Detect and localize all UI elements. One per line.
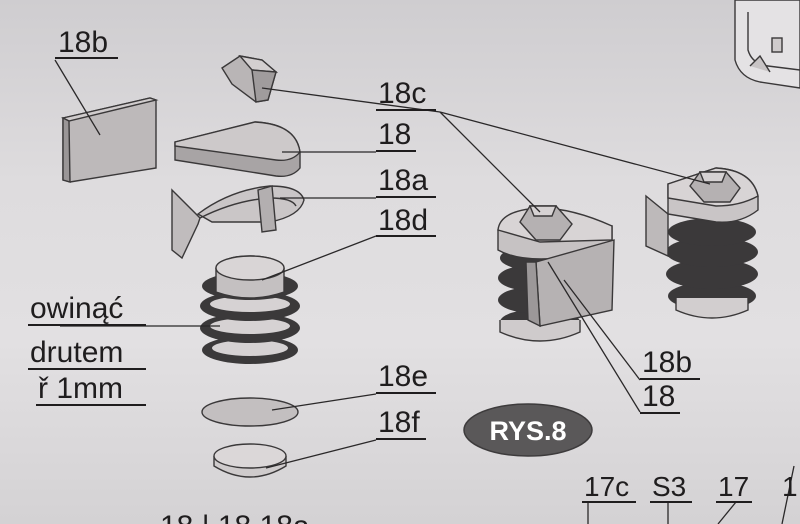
label-18-right: 18 [642, 380, 675, 413]
cutoff-labels: 18 | 18 18a [160, 510, 310, 524]
part-18a-bracket [171, 185, 305, 260]
callout-labels: 18b 18c 18 18a 18d 18e 18f owinąć drutem… [28, 26, 798, 524]
figure-badge: RYS.8 [463, 403, 593, 457]
part-18-cap [174, 121, 301, 178]
instruction-line-2: drutem [30, 336, 123, 369]
label-18d: 18d [378, 204, 428, 237]
part-18f-ring [213, 443, 287, 478]
assembled-view-side [645, 167, 759, 319]
instruction-line-3: ř 1mm [38, 372, 123, 405]
part-18d-spring [200, 255, 300, 364]
adjacent-part-fragment [734, 0, 800, 89]
label-18f: 18f [378, 406, 420, 439]
leader-lines [54, 59, 795, 524]
label-s3: S3 [652, 471, 686, 502]
assembled-view-front [497, 205, 615, 342]
label-18a: 18a [378, 164, 428, 197]
label-17c: 17c [584, 471, 629, 502]
label-18b-right: 18b [642, 346, 692, 379]
instruction-line-1: owinąć [30, 292, 123, 325]
label-18b: 18b [58, 26, 108, 59]
label-18e: 18e [378, 360, 428, 393]
label-17: 17 [718, 471, 749, 502]
figure-label: RYS.8 [489, 416, 566, 446]
part-18e-disc [201, 397, 299, 427]
label-18c: 18c [378, 77, 426, 110]
part-18c-wedge [221, 54, 279, 103]
label-1-cut: 1 [782, 471, 798, 502]
label-18: 18 [378, 118, 411, 151]
part-18b-plate [60, 97, 159, 183]
